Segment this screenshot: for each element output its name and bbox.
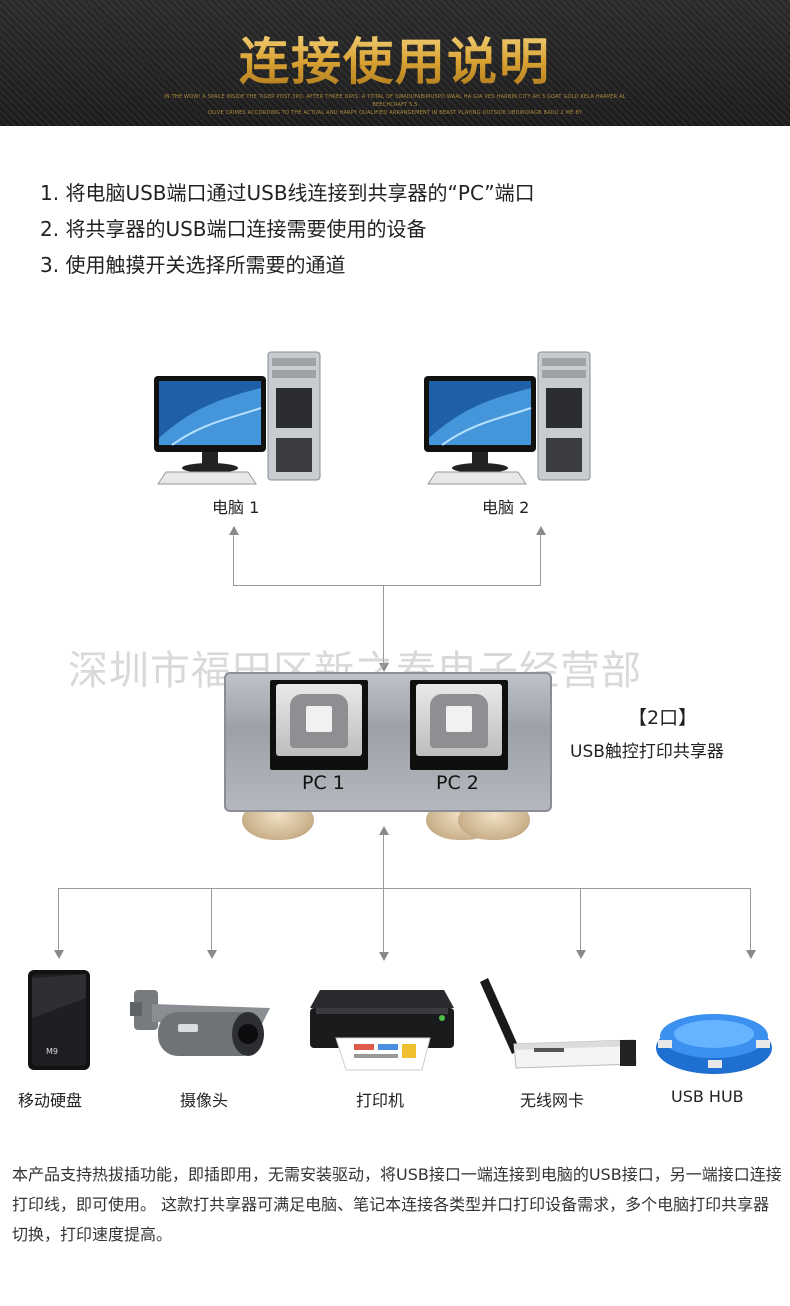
header-subtitle: IN THE WOW! A SPACE INSIDE THE TIGER POS… (160, 93, 630, 117)
computer-1-label: 电脑 1 (212, 498, 260, 517)
external-hard-drive-icon: M9 (28, 970, 90, 1070)
connector-line (58, 888, 751, 889)
arrow-up-pc2 (536, 526, 546, 535)
header-subtitle-line1: IN THE WOW! A SPACE INSIDE THE TIGER POS… (164, 94, 626, 108)
header-subtitle-line2: OLIVE CRIMES ACCORDING TO THE ACTUAL AND… (208, 110, 582, 116)
arrow-down-wifi (576, 950, 586, 959)
port-pc2 (410, 680, 508, 770)
peripheral-label-wifi: 无线网卡 (520, 1091, 585, 1110)
peripheral-label-hub: USB HUB (671, 1087, 744, 1106)
device-badge: 【2口】 (628, 707, 698, 729)
connector-line (233, 585, 541, 586)
connector-line (750, 888, 751, 950)
peripheral-label-camera: 摄像头 (180, 1091, 229, 1110)
security-camera-icon (130, 990, 270, 1056)
arrow-down-camera (207, 950, 217, 959)
header-banner: 连接使用说明 IN THE WOW! A SPACE INSIDE THE TI… (0, 0, 790, 126)
page-title: 连接使用说明 (0, 22, 790, 94)
peripheral-label-printer: 打印机 (356, 1091, 405, 1110)
product-description: 本产品支持热拔插功能，即插即用，无需安装驱动，将USB接口一端连接到电脑的USB… (12, 1165, 782, 1244)
connector-line (233, 534, 234, 586)
connector-line (540, 534, 541, 586)
peripheral-label-hdd: 移动硬盘 (18, 1091, 83, 1110)
printer-icon (310, 990, 454, 1071)
usb-switch-device: PC 1 PC 2 (224, 672, 552, 812)
arrow-down-printer (379, 952, 389, 961)
arrow-down-device (379, 663, 389, 672)
port-label-pc2: PC 2 (436, 772, 479, 794)
connector-line (211, 888, 212, 950)
usb-hub-icon (656, 1014, 772, 1074)
port-pc1 (270, 680, 368, 770)
step-2: 2. 将共享器的USB端口连接需要使用的设备 (40, 217, 427, 241)
instruction-steps: 1. 将电脑USB端口通过USB线连接到共享器的“PC”端口 2. 将共享器的U… (40, 175, 535, 283)
arrow-down-hdd (54, 950, 64, 959)
computer-1-icon (154, 351, 321, 485)
connector-line (580, 888, 581, 950)
wifi-adapter-icon (480, 978, 637, 1069)
port-label-pc1: PC 1 (302, 772, 345, 794)
computer-2-icon (424, 351, 591, 485)
connector-line (383, 585, 384, 663)
arrow-up-pc1 (229, 526, 239, 535)
arrow-down-hub (746, 950, 756, 959)
connector-line (58, 888, 59, 950)
step-3: 3. 使用触摸开关选择所需要的通道 (40, 253, 346, 277)
step-1: 1. 将电脑USB端口通过USB线连接到共享器的“PC”端口 (40, 181, 535, 205)
device-name: USB触控打印共享器 (570, 742, 724, 762)
hdd-model-text: M9 (46, 1047, 58, 1056)
computer-2-label: 电脑 2 (482, 498, 530, 517)
arrow-up-device (379, 826, 389, 835)
connector-line (383, 834, 384, 952)
